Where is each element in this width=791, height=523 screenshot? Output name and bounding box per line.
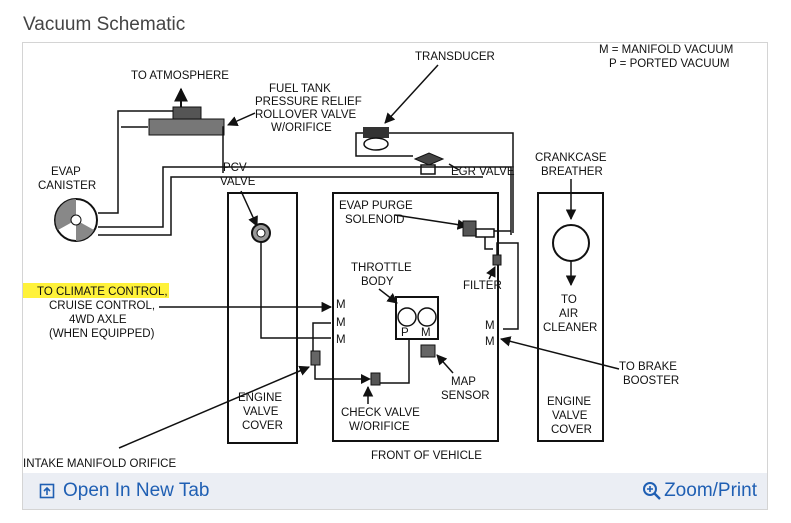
crankcase-label-1: CRANKCASE xyxy=(535,152,607,164)
legend-ported: P = PORTED VACUUM xyxy=(609,58,729,70)
check-valve-label-1: CHECK VALVE xyxy=(341,407,420,419)
transducer-label: TRANSDUCER xyxy=(415,51,495,63)
check-valve-icon xyxy=(361,372,381,386)
climate-control-label-2: CRUISE CONTROL, xyxy=(49,300,155,312)
left-valve-cover-label-2: VALVE xyxy=(243,406,279,418)
throttle-label-2: BODY xyxy=(361,276,394,288)
legend-manifold: M = MANIFOLD VACUUM xyxy=(599,44,733,56)
open-new-tab-icon xyxy=(39,483,55,499)
page-title: Vacuum Schematic xyxy=(23,14,186,35)
port-m-3: M xyxy=(336,334,346,346)
crankcase-label-2: BREATHER xyxy=(541,166,603,178)
open-in-new-tab-label: Open In New Tab xyxy=(63,480,210,501)
transducer-icon xyxy=(363,127,389,151)
throttle-body-icon xyxy=(395,296,439,340)
zoom-print-button[interactable]: Zoom/Print xyxy=(642,473,757,509)
zoom-print-label: Zoom/Print xyxy=(664,480,757,501)
map-sensor-label-1: MAP xyxy=(451,376,476,388)
pcv-valve-icon xyxy=(251,223,271,243)
intake-orifice-label: INTAKE MANIFOLD ORIFICE xyxy=(23,458,176,470)
evap-canister-icon xyxy=(54,198,98,242)
front-of-vehicle-label: FRONT OF VEHICLE xyxy=(371,450,482,462)
evap-purge-label-1: EVAP PURGE xyxy=(339,200,413,212)
vacuum-schematic-diagram: M = MANIFOLD VACUUM P = PORTED VACUUM TR… xyxy=(23,44,733,470)
to-air-cleaner-label-3: CLEANER xyxy=(543,322,597,334)
egr-valve-label: EGR VALVE xyxy=(451,166,515,178)
right-valve-cover-label-2: VALVE xyxy=(552,410,588,422)
fuel-tank-label-3: ROLLOVER VALVE xyxy=(255,109,357,121)
schematic-figure: M = MANIFOLD VACUUM P = PORTED VACUUM TR… xyxy=(22,42,768,510)
intake-orifice-icon xyxy=(310,350,321,366)
throttle-m-port: M xyxy=(421,327,431,339)
rollover-valve-icon xyxy=(148,106,225,136)
engine-block xyxy=(332,192,499,442)
throttle-label-1: THROTTLE xyxy=(351,262,412,274)
pcv-label-1: PCV xyxy=(223,162,247,174)
to-atmosphere-label: TO ATMOSPHERE xyxy=(131,70,229,82)
filter-label: FILTER xyxy=(463,280,502,292)
port-m-2: M xyxy=(336,317,346,329)
port-m-5: M xyxy=(485,336,495,348)
to-air-cleaner-label-1: TO xyxy=(561,294,577,306)
map-sensor-label-2: SENSOR xyxy=(441,390,490,402)
evap-canister-label-2: CANISTER xyxy=(38,180,96,192)
fuel-tank-label-4: W/ORIFICE xyxy=(271,122,332,134)
right-valve-cover-label-3: COVER xyxy=(551,424,592,436)
egr-valve-icon xyxy=(413,152,445,175)
pcv-label-2: VALVE xyxy=(220,176,256,188)
brake-booster-label-2: BOOSTER xyxy=(623,375,679,387)
port-m-4: M xyxy=(485,320,495,332)
check-valve-label-2: W/ORIFICE xyxy=(349,421,410,433)
crankcase-breather-icon xyxy=(552,224,590,262)
port-m-1: M xyxy=(336,299,346,311)
zoom-icon xyxy=(642,481,662,501)
climate-control-highlight xyxy=(23,283,169,298)
left-valve-cover-label-1: ENGINE xyxy=(238,392,282,404)
right-valve-cover-label-1: ENGINE xyxy=(547,396,591,408)
purge-solenoid-icon xyxy=(462,220,495,238)
figure-toolbar: Open In New Tab Zoom/Print xyxy=(23,473,767,509)
left-valve-cover-label-3: COVER xyxy=(242,420,283,432)
fuel-tank-label-2: PRESSURE RELIEF xyxy=(255,96,362,108)
evap-purge-label-2: SOLENOID xyxy=(345,214,404,226)
to-air-cleaner-label-2: AIR xyxy=(559,308,578,320)
filter-icon xyxy=(492,254,502,266)
throttle-p-port: P xyxy=(401,327,409,339)
map-sensor-icon xyxy=(420,344,436,358)
climate-control-label-1: TO CLIMATE CONTROL, xyxy=(37,286,168,298)
climate-control-label-4: (WHEN EQUIPPED) xyxy=(49,328,155,340)
brake-booster-label-1: TO BRAKE xyxy=(619,361,677,373)
fuel-tank-label-1: FUEL TANK xyxy=(269,83,331,95)
open-in-new-tab-button[interactable]: Open In New Tab xyxy=(39,473,209,509)
left-valve-cover xyxy=(227,192,298,444)
climate-control-label-3: 4WD AXLE xyxy=(69,314,127,326)
evap-canister-label-1: EVAP xyxy=(51,166,81,178)
